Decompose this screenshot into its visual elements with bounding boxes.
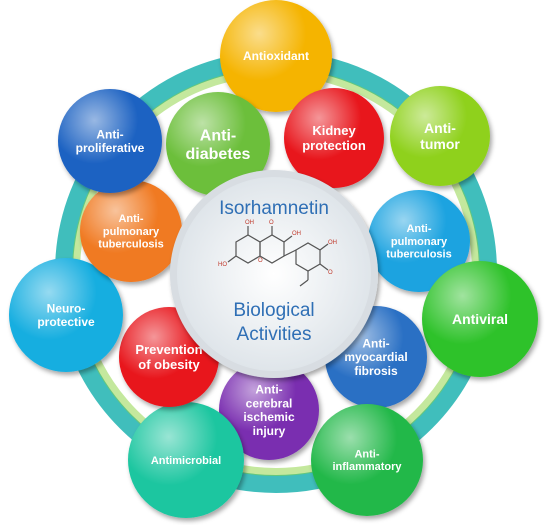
activity-circle-shine-antiproliferative <box>58 89 162 193</box>
activity-label-antitumor-line2: tumor <box>420 136 460 152</box>
activity-node-antitumor: Anti-tumor <box>390 86 490 186</box>
nodes-layer: AntioxidantKidneyprotectionAnti-tumorAnt… <box>9 0 538 518</box>
activity-label-kidney-line2: protection <box>302 138 366 153</box>
activity-label-antipulm-left-line1: Anti- <box>118 213 143 225</box>
activity-node-antidiabetes: Anti-diabetes <box>166 92 270 196</box>
activity-label-obesity-line2: of obesity <box>138 357 200 372</box>
atom-oh-1: OH <box>245 220 254 226</box>
activity-label-kidney-line1: Kidney <box>312 123 356 138</box>
activity-label-antipulm-right-line2: pulmonary <box>391 236 448 248</box>
atom-oh-3: OH <box>328 240 337 246</box>
activity-label-antimyocardial-line2: myocardial <box>344 350 407 364</box>
activity-circle-shine-anticerebral <box>219 360 319 460</box>
atom-oh-2: OH <box>292 231 301 237</box>
activity-circle-shine-neuro <box>9 258 123 372</box>
activity-label-antiinflammatory-line1: Anti- <box>354 449 379 461</box>
center-subtitle-line2: Activities <box>237 324 312 345</box>
activity-circle-shine-antimicrobial <box>128 402 244 518</box>
activity-node-antiviral: Antiviral <box>422 261 538 377</box>
activity-label-antiinflammatory-line2: inflammatory <box>332 461 402 473</box>
activity-label-antidiabetes-line1: Anti- <box>200 127 236 144</box>
molecule-structure-icon <box>227 226 329 287</box>
activity-circle-shine-antipulm-left <box>80 180 182 282</box>
activity-node-antioxidant: Antioxidant <box>220 0 332 112</box>
activity-node-neuro: Neuro-protective <box>9 258 123 372</box>
activity-circle-shine-antiinflammatory <box>311 404 423 516</box>
atom-ho: HO <box>218 262 227 268</box>
activity-label-antimyocardial-line3: fibrosis <box>354 364 398 378</box>
activity-label-antimyocardial-line1: Anti- <box>362 336 389 350</box>
activity-label-antiproliferative-line1: Anti- <box>96 127 123 141</box>
activity-label-antipulm-right-line3: tuberculosis <box>386 249 451 261</box>
activity-label-antidiabetes-line2: diabetes <box>186 146 251 163</box>
atom-o-2: O <box>328 270 333 276</box>
activity-label-anticerebral-line1: Anti- <box>255 383 282 397</box>
activity-label-antiproliferative-line2: proliferative <box>76 141 145 155</box>
activity-circle-shine-antipulm-right <box>368 190 470 292</box>
activity-circle-shine-antioxidant <box>220 0 332 112</box>
activity-label-antimicrobial-line1: Antimicrobial <box>151 455 221 467</box>
activity-node-antimicrobial: Antimicrobial <box>128 402 244 518</box>
center-circle <box>177 177 371 371</box>
activity-label-antipulm-left-line3: tuberculosis <box>98 239 163 251</box>
atom-o-ring: O <box>258 258 263 264</box>
atom-o-1: O <box>269 220 274 226</box>
center-subtitle-line1: Biological <box>233 300 314 321</box>
activity-label-antioxidant-line1: Antioxidant <box>243 49 309 63</box>
activity-label-neuro-line1: Neuro- <box>47 301 86 315</box>
activity-label-antipulm-right-line1: Anti- <box>406 223 431 235</box>
activity-label-antitumor-line1: Anti- <box>424 120 456 136</box>
activity-node-antiproliferative: Anti-proliferative <box>58 89 162 193</box>
activity-circle-shine-antidiabetes <box>166 92 270 196</box>
activity-label-anticerebral-line2: cerebral <box>246 396 293 410</box>
activity-circle-shine-antitumor <box>390 86 490 186</box>
activity-circle-shine-antiviral <box>422 261 538 377</box>
activity-circle-shine-kidney <box>284 88 384 188</box>
activity-node-antiinflammatory: Anti-inflammatory <box>311 404 423 516</box>
center-title: Isorhamnetin <box>219 198 329 219</box>
activity-label-antipulm-left-line2: pulmonary <box>103 226 160 238</box>
activity-label-anticerebral-line3: ischemic <box>243 410 295 424</box>
molecule-atom-labels: OH O OH HO OH O O <box>218 220 337 276</box>
center-hub: Isorhamnetin Biological Activities OH <box>170 170 378 378</box>
activity-label-neuro-line2: protective <box>37 315 95 329</box>
activity-label-antiviral-line1: Antiviral <box>452 311 508 327</box>
activity-label-obesity-line1: Prevention <box>135 342 202 357</box>
activity-label-anticerebral-line4: injury <box>253 424 286 438</box>
